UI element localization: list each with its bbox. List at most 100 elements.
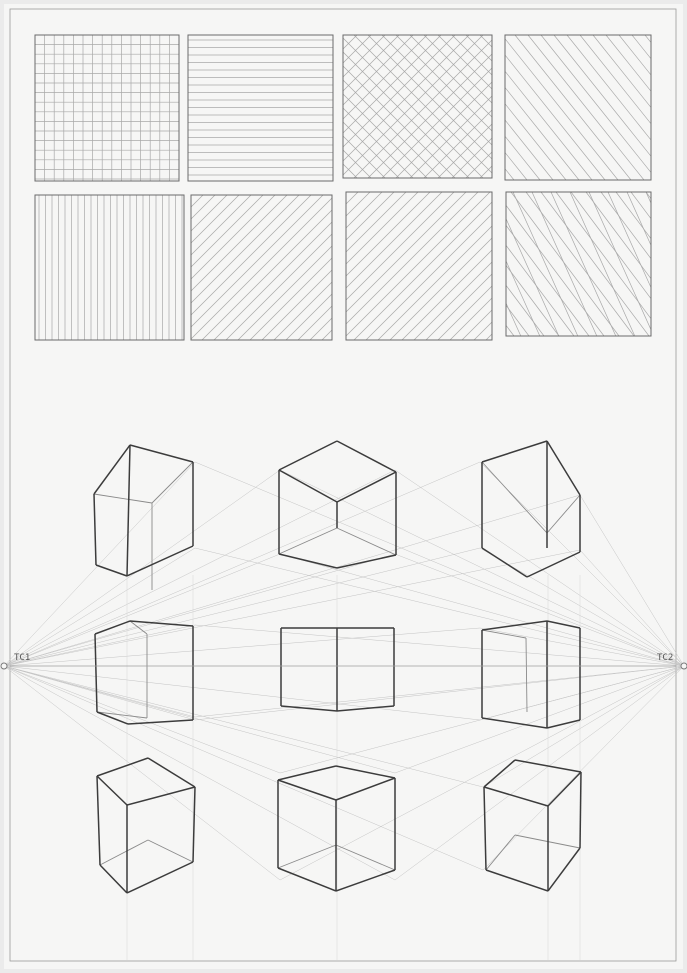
panel-frame xyxy=(190,194,333,341)
hatch-stroke xyxy=(381,67,492,178)
cube-edge xyxy=(546,620,581,629)
cube-bot-right xyxy=(483,759,582,892)
hatch-stroke xyxy=(506,284,545,336)
hatch-stroke xyxy=(540,192,650,336)
hatching-panel-diag-mixed xyxy=(505,191,652,337)
cube-edge xyxy=(280,705,338,712)
cube-edge xyxy=(277,765,337,781)
cube-edge xyxy=(126,861,194,894)
hatch-stroke xyxy=(343,135,386,178)
cube-edge xyxy=(526,551,581,578)
hatch-stroke xyxy=(437,123,492,178)
hidden-edge xyxy=(525,637,528,713)
cube-edge xyxy=(483,786,549,807)
guide-line-vp2 xyxy=(279,553,685,667)
hatch-stroke xyxy=(191,195,300,304)
panel-frame xyxy=(34,194,185,341)
hatch-stroke xyxy=(506,224,590,336)
cube-edge xyxy=(481,717,548,729)
hatch-stroke xyxy=(377,225,492,340)
hatch-stroke xyxy=(505,135,541,180)
hatch-stroke xyxy=(343,107,414,178)
hatch-stroke xyxy=(401,249,492,340)
hatch-stroke xyxy=(343,35,428,120)
guide-line-vp2 xyxy=(482,665,685,788)
cube-edge xyxy=(485,869,549,892)
cube-edge xyxy=(126,545,194,577)
guide-line-vp2 xyxy=(479,627,685,667)
guide-line-vp1 xyxy=(3,624,196,667)
hatch-stroke xyxy=(451,35,492,76)
hatch-stroke xyxy=(367,53,492,178)
guide-line-vp1 xyxy=(3,553,281,667)
hidden-edge xyxy=(129,620,148,635)
hatch-stroke xyxy=(579,35,651,125)
cube-edge xyxy=(336,554,397,569)
cube-edge xyxy=(481,440,548,463)
hatch-stroke xyxy=(465,35,492,62)
guide-line-vp1 xyxy=(3,461,196,667)
cube-edge xyxy=(277,867,337,892)
hidden-edge xyxy=(481,461,548,534)
vanishing-point-right-label: TC2 xyxy=(657,653,673,663)
panel-frame xyxy=(505,191,652,337)
hidden-edge xyxy=(481,629,527,639)
panel-frame xyxy=(187,34,334,182)
hidden-edge xyxy=(278,527,338,555)
hatch-stroke xyxy=(505,54,606,180)
guide-line-vp1 xyxy=(3,553,396,667)
hatch-stroke xyxy=(346,192,407,253)
hatch-stroke xyxy=(346,192,443,289)
hatch-stroke xyxy=(191,195,288,292)
guide-line-vp1 xyxy=(3,665,481,721)
guide-line-vp1 xyxy=(3,665,484,788)
cube-top-center xyxy=(278,440,397,569)
hatch-stroke xyxy=(343,35,442,134)
cube-edge xyxy=(99,864,128,894)
panel-frame xyxy=(504,34,652,181)
hatching-panel-diag-45-b xyxy=(345,191,493,341)
cube-edge xyxy=(126,444,131,577)
hatch-stroke xyxy=(346,192,467,313)
hatch-stroke xyxy=(237,245,332,340)
guide-line-vp2 xyxy=(194,665,685,718)
hatch-stroke xyxy=(615,192,651,240)
hatch-stroke xyxy=(506,264,560,336)
cube-edge xyxy=(96,775,101,866)
hatch-stroke xyxy=(449,297,492,340)
hatch-stroke xyxy=(540,35,651,174)
cube-edge xyxy=(127,719,194,725)
hatch-stroke xyxy=(423,109,492,178)
hatch-stroke xyxy=(505,86,580,180)
hatch-stroke xyxy=(225,233,332,340)
hatch-stroke xyxy=(191,195,276,280)
hatch-stroke xyxy=(191,195,324,328)
hatch-stroke xyxy=(585,192,651,280)
cube-edge xyxy=(95,564,128,577)
hatch-stroke xyxy=(525,192,635,336)
cube-edge xyxy=(278,469,338,503)
hatch-stroke xyxy=(413,261,492,340)
cube-edge xyxy=(129,620,194,627)
guide-line-vp1 xyxy=(3,665,281,774)
guide-line-vp1 xyxy=(3,665,281,881)
cube-edge xyxy=(336,705,395,712)
cube-edge xyxy=(93,493,97,566)
cube-edge xyxy=(546,440,581,496)
hatching-panel-crosshatch xyxy=(342,34,493,179)
hatch-stroke xyxy=(626,192,651,247)
guide-line-vp2 xyxy=(579,494,685,667)
guide-line-vp2 xyxy=(579,549,685,667)
cube-mid-center xyxy=(280,627,395,712)
hatch-stroke xyxy=(505,119,554,180)
cube-mid-right xyxy=(481,620,581,729)
hatch-stroke xyxy=(285,293,332,340)
guide-line-vp2 xyxy=(394,469,685,667)
guide-line-vp1 xyxy=(3,627,481,667)
hatch-stroke xyxy=(346,192,383,229)
hidden-edge xyxy=(546,494,581,534)
cube-mid-left xyxy=(94,620,194,725)
cube-edge xyxy=(483,786,487,871)
hatch-stroke xyxy=(343,121,400,178)
cube-edge xyxy=(335,869,396,892)
